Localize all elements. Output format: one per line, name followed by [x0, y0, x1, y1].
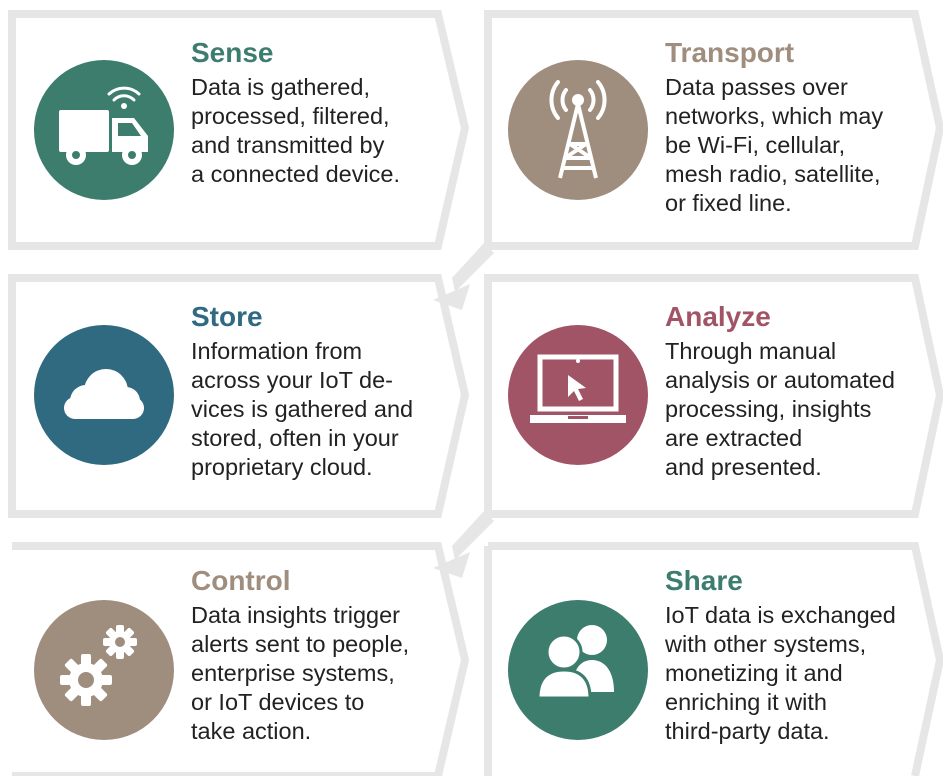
connector-arrow-2 [452, 511, 494, 560]
step-description: Data is gathered, processed, filtered, a… [191, 74, 401, 187]
gears-icon [34, 600, 174, 740]
step-description: Information from across your IoT de- vic… [191, 338, 414, 480]
cloud-icon [34, 325, 174, 465]
card-frame-analyze [484, 274, 943, 518]
people-icon [508, 600, 648, 740]
step-title: Transport [665, 37, 795, 68]
step-description: Data insights trigger alerts sent to peo… [191, 602, 410, 744]
step-description: Through manual analysis or automated pro… [665, 338, 895, 480]
card-frame-share [488, 542, 943, 776]
step-title: Analyze [665, 301, 771, 332]
truck-wifi-icon [34, 60, 174, 200]
step-title: Share [665, 565, 743, 596]
step-title: Store [191, 301, 263, 332]
step-description: Data passes over networks, which may be … [665, 74, 884, 216]
step-description: IoT data is exchanged with other systems… [665, 602, 896, 744]
card-frame-control [12, 542, 470, 776]
laptop-cursor-icon [508, 325, 648, 465]
step-title: Sense [191, 37, 274, 68]
card-frame-store [8, 274, 470, 518]
connector-arrow-1 [452, 243, 494, 292]
step-title: Control [191, 565, 291, 596]
card-frame-transport [484, 10, 943, 250]
radio-tower-icon [508, 60, 648, 200]
card-frame-sense [8, 10, 470, 250]
